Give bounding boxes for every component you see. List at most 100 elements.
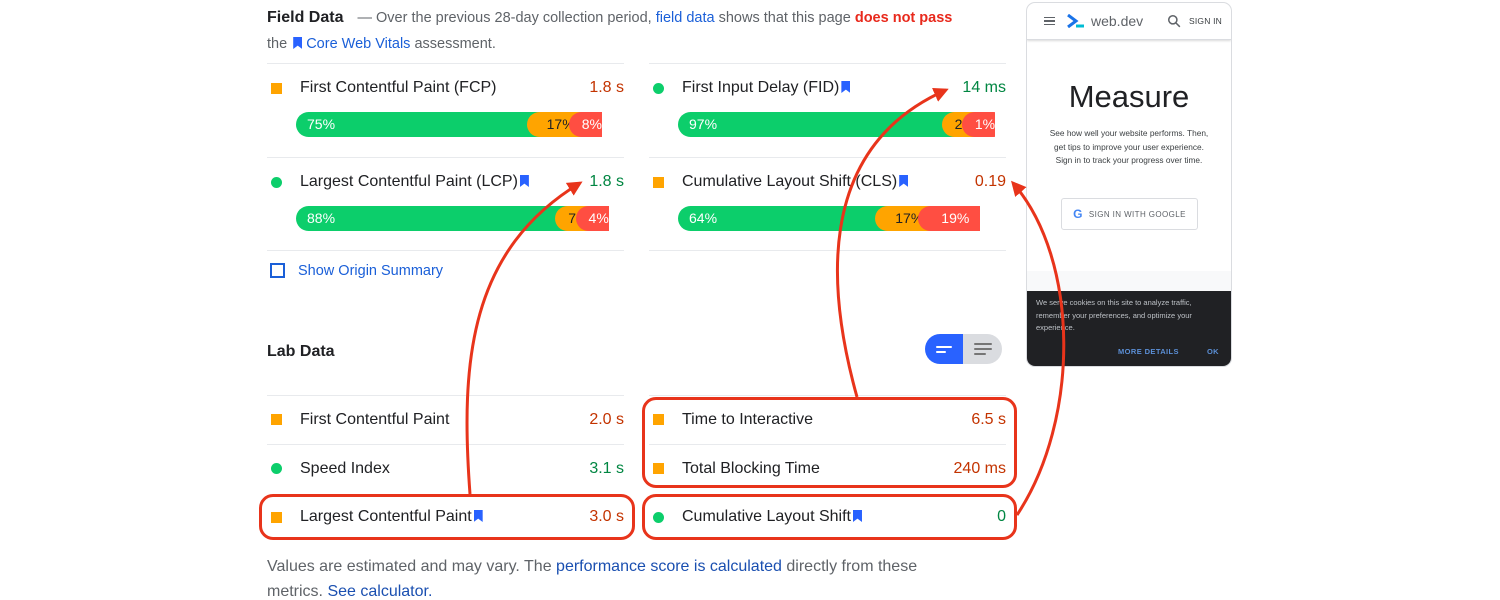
field-data-header: Field Data — Over the previous 28-day co…: [267, 5, 967, 57]
average-square-icon: [271, 511, 282, 523]
average-square-icon: [271, 82, 282, 94]
metric-name: Time to Interactive: [682, 410, 814, 428]
intro-text: shows that this page: [718, 10, 851, 26]
good-circle-icon: [271, 463, 282, 474]
intro-text: Over the previous 28-day collection peri…: [376, 10, 652, 26]
performance-score-link[interactable]: performance score is calculated: [556, 558, 782, 575]
metric-value: 240 ms: [953, 459, 1006, 477]
expanded-view-icon-line: [973, 348, 992, 350]
compact-view-icon: [936, 345, 952, 348]
highlight-box-lab-tti-tbt: [642, 397, 1017, 488]
phone-description: See how well your website performs. Then…: [1049, 128, 1209, 165]
bookmark-icon: [899, 175, 909, 187]
metric-name: First Contentful Paint (FCP): [300, 79, 497, 96]
compact-view-icon-line: [936, 350, 946, 353]
average-square-icon: [653, 463, 664, 474]
slow-segment: 8%: [568, 112, 602, 137]
metric-value: 3.0 s: [589, 508, 624, 525]
lab-data-title: Lab Data: [267, 343, 335, 360]
metric-name: Cumulative Layout Shift (CLS): [682, 173, 975, 191]
highlight-box-lab-lcp: [259, 494, 635, 540]
field-metric-fcp: First Contentful Paint (FCP) 1.8 s 75% 1…: [267, 63, 624, 157]
bookmark-icon: [519, 175, 529, 187]
intro-text: the: [267, 36, 288, 52]
intro-text: assessment.: [414, 36, 496, 52]
page-screenshot-preview: web.dev SIGN IN Measure See how well you…: [1026, 2, 1232, 367]
bookmark-icon: [841, 81, 851, 93]
divider: [267, 157, 624, 158]
show-origin-summary-toggle[interactable]: Show Origin Summary: [267, 250, 624, 290]
see-calculator-link[interactable]: See calculator.: [327, 583, 433, 600]
distribution-bar: 97% 2% 1%: [678, 112, 1006, 137]
brand-name: web.dev: [1091, 13, 1144, 29]
footer-note: Values are estimated and may vary. The p…: [267, 554, 967, 600]
highlight-box-lab-cls: [642, 494, 1017, 540]
metric-name: Speed Index: [300, 459, 390, 477]
lab-metric-tbt: Total Blocking Time 240 ms: [649, 444, 1006, 492]
view-toggle[interactable]: [925, 334, 1002, 364]
metric-name: First Contentful Paint: [300, 410, 450, 428]
hamburger-menu-icon: [1044, 16, 1055, 26]
bookmark-icon: [473, 510, 483, 522]
assessment-status: does not pass: [854, 10, 953, 26]
lab-metric-fcp: First Contentful Paint 2.0 s: [267, 395, 624, 443]
divider: [649, 63, 1006, 64]
distribution-bar: 64% 17% 19%: [678, 206, 1006, 231]
web-dev-logo-icon: [1067, 14, 1084, 28]
field-data-link[interactable]: field data: [655, 10, 715, 26]
lab-metric-lcp: Largest Contentful Paint 3.0 s: [267, 493, 624, 541]
expanded-view-icon-line: [973, 353, 986, 355]
expanded-view-icon: [973, 343, 992, 345]
field-metric-lcp: Largest Contentful Paint (LCP) 1.8 s 88%…: [267, 157, 624, 251]
metric-value: 6.5 s: [971, 410, 1006, 428]
metric-value: 1.8 s: [589, 79, 624, 96]
metric-value: 14 ms: [962, 79, 1006, 96]
metric-value: 0: [997, 508, 1006, 525]
fast-segment: 97%: [678, 112, 955, 137]
cookie-text: We serve cookies on this site to analyze…: [1036, 298, 1192, 332]
fast-segment: 64%: [678, 206, 888, 231]
lab-metric-cls: Cumulative Layout Shift 0: [649, 493, 1006, 541]
intro-dash: —: [357, 10, 373, 26]
footer-text: Values are estimated and may vary. The: [267, 558, 552, 575]
lab-metric-tti: Time to Interactive 6.5 s: [649, 395, 1006, 443]
google-logo-icon: G: [1073, 207, 1083, 221]
slow-segment: 4%: [575, 206, 609, 231]
divider: [649, 157, 1006, 158]
compact-view-button[interactable]: [925, 334, 963, 364]
field-metric-cls: Cumulative Layout Shift (CLS) 0.19 64% 1…: [649, 157, 1006, 251]
metric-name: First Input Delay (FID): [682, 79, 962, 97]
fast-segment: 88%: [296, 206, 569, 231]
fast-segment: 75%: [296, 112, 540, 137]
checkbox[interactable]: [270, 263, 285, 278]
distribution-bar: 75% 17% 8%: [296, 112, 624, 137]
average-square-icon: [653, 414, 664, 425]
field-metric-fid: First Input Delay (FID) 14 ms 97% 2% 1%: [649, 63, 1006, 157]
lab-metric-speed-index: Speed Index 3.1 s: [267, 444, 624, 492]
more-details-link: MORE DETAILS: [1118, 346, 1179, 356]
slow-segment: 19%: [917, 206, 980, 231]
good-circle-icon: [271, 176, 282, 188]
ok-link: OK: [1206, 346, 1219, 356]
metric-value: 1.8 s: [589, 173, 624, 190]
bookmark-icon: [293, 37, 303, 49]
phone-google-signin-button: G SIGN IN WITH GOOGLE: [1061, 198, 1198, 230]
phone-hero-title: Measure: [1068, 79, 1190, 114]
average-square-icon: [653, 176, 664, 188]
metric-value: 3.1 s: [589, 459, 624, 477]
distribution-bar: 88% 7% 4%: [296, 206, 624, 231]
metric-name: Largest Contentful Paint (LCP): [300, 173, 589, 191]
good-circle-icon: [653, 82, 664, 94]
bookmark-icon: [852, 510, 862, 522]
divider: [649, 250, 1006, 251]
slow-segment: 1%: [961, 112, 996, 137]
phone-band: [1027, 271, 1231, 291]
phone-sign-in: SIGN IN: [1188, 16, 1222, 26]
metric-value: 0.19: [974, 173, 1006, 190]
average-square-icon: [271, 414, 282, 425]
expanded-view-button[interactable]: [963, 334, 1002, 364]
core-web-vitals-link[interactable]: Core Web Vitals: [306, 36, 411, 52]
metric-name: Largest Contentful Paint: [300, 508, 589, 526]
origin-summary-label[interactable]: Show Origin Summary: [298, 262, 444, 279]
metric-name: Total Blocking Time: [682, 459, 820, 477]
